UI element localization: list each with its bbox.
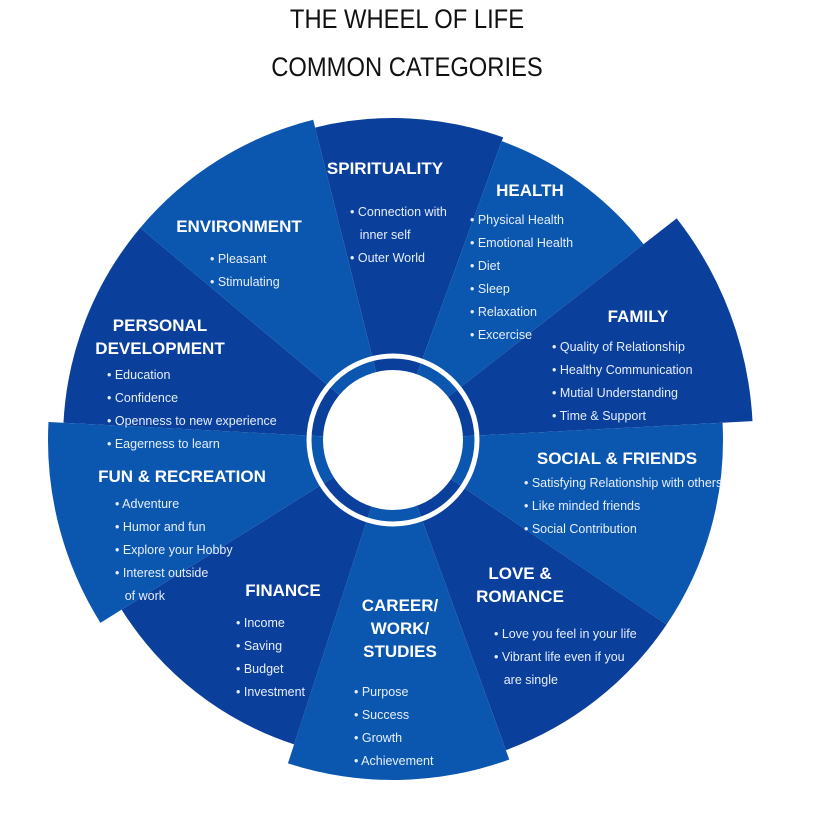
segment-personal-development bbox=[63, 227, 393, 440]
segment-title: SPIRITUALITY bbox=[327, 159, 444, 178]
segment-item: • Humor and fun bbox=[115, 520, 206, 534]
wheel-segments bbox=[48, 118, 753, 780]
segment-title: LOVE & bbox=[488, 564, 551, 583]
segment-title: WORK/ bbox=[371, 619, 430, 638]
segment-label-fun-recreation: FUN & RECREATION • Adventure • Humor and f… bbox=[98, 467, 266, 603]
segment-item: • Openness to new experience bbox=[107, 414, 277, 428]
segment-title: FUN & RECREATION bbox=[98, 467, 266, 486]
segment-item: • Emotional Health bbox=[470, 236, 573, 250]
segment-item: • Pleasant bbox=[210, 252, 267, 266]
segment-social-friends bbox=[393, 422, 723, 625]
segment-title: FINANCE bbox=[245, 581, 321, 600]
segment-item: • Success bbox=[354, 708, 409, 722]
segment-item: • Saving bbox=[236, 639, 282, 653]
segment-item: • Confidence bbox=[107, 391, 178, 405]
segment-love-romance bbox=[393, 440, 667, 751]
segment-item: • Income bbox=[236, 616, 285, 630]
segment-label-social-friends: SOCIAL & FRIENDS • Satisfying Relationshi… bbox=[524, 449, 722, 536]
segment-title: SOCIAL & FRIENDS bbox=[537, 449, 697, 468]
segment-item: • Purpose bbox=[354, 685, 408, 699]
segment-item: • Education bbox=[107, 368, 170, 382]
page-title-line-2: COMMON CATEGORIES bbox=[271, 52, 543, 82]
segment-item: • Relaxation bbox=[470, 305, 537, 319]
segment-finance bbox=[121, 440, 394, 745]
segment-title: DEVELOPMENT bbox=[95, 339, 225, 358]
center-ring bbox=[306, 353, 480, 527]
segment-item: • Like minded friends bbox=[524, 499, 640, 513]
segment-item: • Explore your Hobby bbox=[115, 543, 233, 557]
segment-label-love-romance: LOVE & ROMANCE • Love you feel in your lif… bbox=[476, 564, 637, 687]
segment-item: • Investment bbox=[236, 685, 306, 699]
segment-fun-recreation bbox=[48, 421, 393, 623]
segment-item: of work bbox=[115, 589, 166, 603]
segment-item: • Healthy Communication bbox=[552, 363, 693, 377]
segment-item: • Vibrant life even if you bbox=[494, 650, 625, 664]
segment-item: • Budget bbox=[236, 662, 284, 676]
segment-health bbox=[393, 141, 644, 441]
page-title-line-1: THE WHEEL OF LIFE bbox=[289, 4, 525, 34]
segment-label-health: HEALTH • Physical Health • Emotional Healt… bbox=[470, 181, 573, 342]
segment-item: • Eagerness to learn bbox=[107, 437, 220, 451]
segment-item: • Mutial Understanding bbox=[552, 386, 678, 400]
segment-item: • Diet bbox=[470, 259, 501, 273]
segment-label-finance: FINANCE • Income • Saving • Budget • Investm… bbox=[236, 581, 321, 699]
segment-label-spirituality: SPIRITUALITY • Connection with inner self… bbox=[327, 159, 447, 265]
segment-item: • Time & Support bbox=[552, 409, 647, 423]
segment-career-work-studies bbox=[287, 440, 510, 780]
center-circle bbox=[323, 370, 463, 510]
segment-item: inner self bbox=[350, 228, 411, 242]
segment-item: • Quality of Relationship bbox=[552, 340, 685, 354]
segment-spirituality bbox=[315, 118, 504, 440]
segment-item: • Achievement bbox=[354, 754, 434, 768]
segment-item: • Love you feel in your life bbox=[494, 627, 637, 641]
segment-item: • Growth bbox=[354, 731, 402, 745]
segment-title: CAREER/ bbox=[362, 596, 439, 615]
segment-item: • Satisfying Relationship with others bbox=[524, 476, 722, 490]
segment-title: FAMILY bbox=[608, 307, 669, 326]
segment-environment bbox=[140, 119, 393, 440]
segment-title: STUDIES bbox=[363, 642, 437, 661]
segment-family bbox=[393, 218, 753, 440]
segment-item: • Stimulating bbox=[210, 275, 280, 289]
segment-item: • Physical Health bbox=[470, 213, 564, 227]
segment-title: HEALTH bbox=[496, 181, 564, 200]
segment-item: • Connection with bbox=[350, 205, 447, 219]
segment-item: • Excercise bbox=[470, 328, 532, 342]
segment-label-personal-development: PERSONAL DEVELOPMENT • Education • Confiden… bbox=[95, 316, 277, 451]
segment-item: • Interest outside bbox=[115, 566, 208, 580]
segment-title: PERSONAL bbox=[113, 316, 207, 335]
segment-item: • Social Contribution bbox=[524, 522, 637, 536]
segment-title: ENVIRONMENT bbox=[176, 217, 302, 236]
segment-label-career-work-studies: CAREER/WORK/STUDIES • Purpose • Success • G… bbox=[354, 596, 439, 768]
segment-label-environment: ENVIRONMENT • Pleasant • Stimulating bbox=[176, 217, 302, 289]
segment-label-family: FAMILY • Quality of Relationship • Healthy… bbox=[552, 307, 693, 423]
segment-item: are single bbox=[494, 673, 558, 687]
segment-item: • Outer World bbox=[350, 251, 425, 265]
segment-item: • Sleep bbox=[470, 282, 510, 296]
segment-item: • Adventure bbox=[115, 497, 179, 511]
wheel-labels: SPIRITUALITY • Connection with inner self… bbox=[95, 159, 722, 768]
segment-title: ROMANCE bbox=[476, 587, 564, 606]
